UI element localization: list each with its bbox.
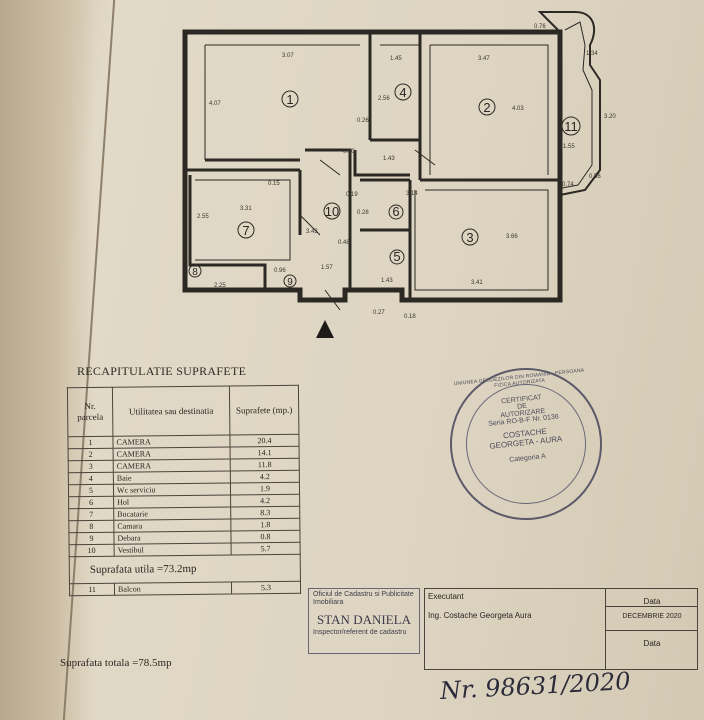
room-2-label: 2 <box>483 100 490 115</box>
inspector-stamp: Oficiul de Cadastru si Publicitate Imobi… <box>308 588 420 654</box>
dimension: 3.47 <box>478 56 490 62</box>
inspector-name: STAN DANIELA <box>317 612 411 627</box>
header-nr: Nr. parcela <box>67 387 113 437</box>
cell-nr: 3 <box>68 460 114 473</box>
room-8-label: 8 <box>192 267 198 278</box>
date-value: DECEMBRIE 2020 <box>606 606 698 620</box>
recap-table: Nr. parcela Utilitatea sau destinatia Su… <box>67 385 301 596</box>
dimension: 3.14 <box>406 191 418 197</box>
dimension: 0.27 <box>373 310 385 316</box>
total-area: Suprafata totala =78.5mp <box>60 657 172 669</box>
dimension: 4.03 <box>512 106 524 112</box>
signature-box: Executant Ing. Costache Georgeta Aura Da… <box>424 588 698 670</box>
dimension: 1.43 <box>381 278 393 284</box>
cell-nr: 4 <box>68 472 114 485</box>
balcony-outline <box>537 11 601 196</box>
room-7-label: 7 <box>242 223 249 238</box>
room-4-label: 4 <box>399 85 406 100</box>
cell-area: 0.8 <box>230 530 301 544</box>
room-11-label: 11 <box>564 119 578 134</box>
dimension: 0.15 <box>268 181 280 187</box>
cell-nr: 11 <box>69 583 115 596</box>
dimension: 0.76 <box>534 24 546 30</box>
dimension: 3.41 <box>471 280 483 286</box>
cell-area: 4.2 <box>230 470 300 484</box>
dimension: 0.19 <box>346 192 358 198</box>
cell-area: 1.8 <box>230 518 300 532</box>
dimension: 0.96 <box>274 268 286 274</box>
recap-title: RECAPITULATIE SUPRAFETE <box>77 364 247 378</box>
room-10-label: 10 <box>325 204 339 219</box>
date-label: Data <box>643 597 661 606</box>
dimension: 0.18 <box>404 314 416 320</box>
useful-area-row: Suprafata utila =73.2mp <box>69 554 301 584</box>
dimension: 0.48 <box>338 240 350 246</box>
cell-nr: 9 <box>68 532 115 545</box>
dimension: 1.55 <box>563 144 575 150</box>
handwritten-number: Nr. 98631/2020 <box>439 667 632 705</box>
cell-area: 20.4 <box>229 434 300 448</box>
room-labels: 1 2 3 4 5 6 7 8 9 10 11 <box>188 83 581 288</box>
cell-area: 4.2 <box>230 494 300 508</box>
cell-area: 8.3 <box>230 506 300 520</box>
cell-destination: Balcon <box>114 582 232 596</box>
dimension: 0.60 <box>343 149 355 155</box>
dimension: 3.31 <box>240 206 252 212</box>
room-9-label: 9 <box>287 277 293 288</box>
header-area: Suprafete (mp.) <box>229 385 299 436</box>
book-binding-shadow <box>0 0 95 720</box>
cell-nr: 10 <box>69 544 115 557</box>
table-header: Nr. parcela Utilitatea sau destinatia Su… <box>67 385 299 437</box>
dimension: 2.55 <box>197 214 209 220</box>
dimension: 2.25 <box>214 283 226 289</box>
interior-walls <box>185 32 560 300</box>
date-label-2: Data <box>606 630 698 648</box>
room-1-label: 1 <box>286 92 293 107</box>
dimension: 1.45 <box>390 56 402 62</box>
dimension: 0.56 <box>589 174 601 180</box>
cell-nr: 5 <box>68 484 114 497</box>
dimension: 1.57 <box>321 265 333 271</box>
cell-area: 14.1 <box>230 446 300 460</box>
authorization-stamp: UNIUNEA GEODEZILOR DIN ROMANIA · PERSOAN… <box>442 360 610 528</box>
room-5-label: 5 <box>393 249 400 264</box>
dimension-labels: 3.07 1.45 3.47 0.76 1.34 3.20 1.55 0.74 … <box>197 24 616 320</box>
office-name: Oficiul de Cadastru si Publicitate Imobi… <box>313 591 414 606</box>
dimension: 0.26 <box>357 118 369 124</box>
dimension: 4.07 <box>209 101 221 107</box>
dimension: 1.34 <box>586 51 598 57</box>
room-3-label: 3 <box>466 230 473 245</box>
executant-name: Ing. Costache Georgeta Aura <box>428 611 532 620</box>
dimension: 0.74 <box>562 182 574 188</box>
north-arrow-triangle <box>316 320 334 338</box>
outer-wall <box>182 29 563 303</box>
room-6-label: 6 <box>392 204 399 219</box>
dimension: 2.56 <box>378 96 390 102</box>
dimension: 3.07 <box>282 53 294 59</box>
cell-nr: 7 <box>68 508 114 521</box>
floor-plan: 1 2 3 4 5 6 7 8 9 10 11 3.07 1.45 3.47 0… <box>182 11 616 338</box>
cell-area: 5.3 <box>231 581 301 595</box>
dimension: 1.43 <box>383 156 395 162</box>
dimension: 3.20 <box>604 114 616 120</box>
table-row-balcony: 11 Balcon 5.3 <box>69 581 301 596</box>
cell-area: 1.9 <box>230 482 300 496</box>
useful-area: Suprafata utila =73.2mp <box>69 554 301 584</box>
inspector-role: Inspector/referent de cadastru <box>313 629 407 636</box>
cell-nr: 8 <box>68 520 114 533</box>
cell-area: 5.7 <box>231 542 301 556</box>
cell-area: 11.8 <box>230 458 300 472</box>
cell-nr: 2 <box>68 448 114 461</box>
dimension: 3.66 <box>506 234 518 240</box>
dimension: 0.28 <box>357 210 369 216</box>
cell-nr: 1 <box>67 436 114 449</box>
header-destination: Utilitatea sau destinatia <box>112 386 230 437</box>
cell-nr: 6 <box>68 496 114 509</box>
dimension: 3.43 <box>306 229 318 235</box>
executant-label: Executant <box>428 592 464 601</box>
